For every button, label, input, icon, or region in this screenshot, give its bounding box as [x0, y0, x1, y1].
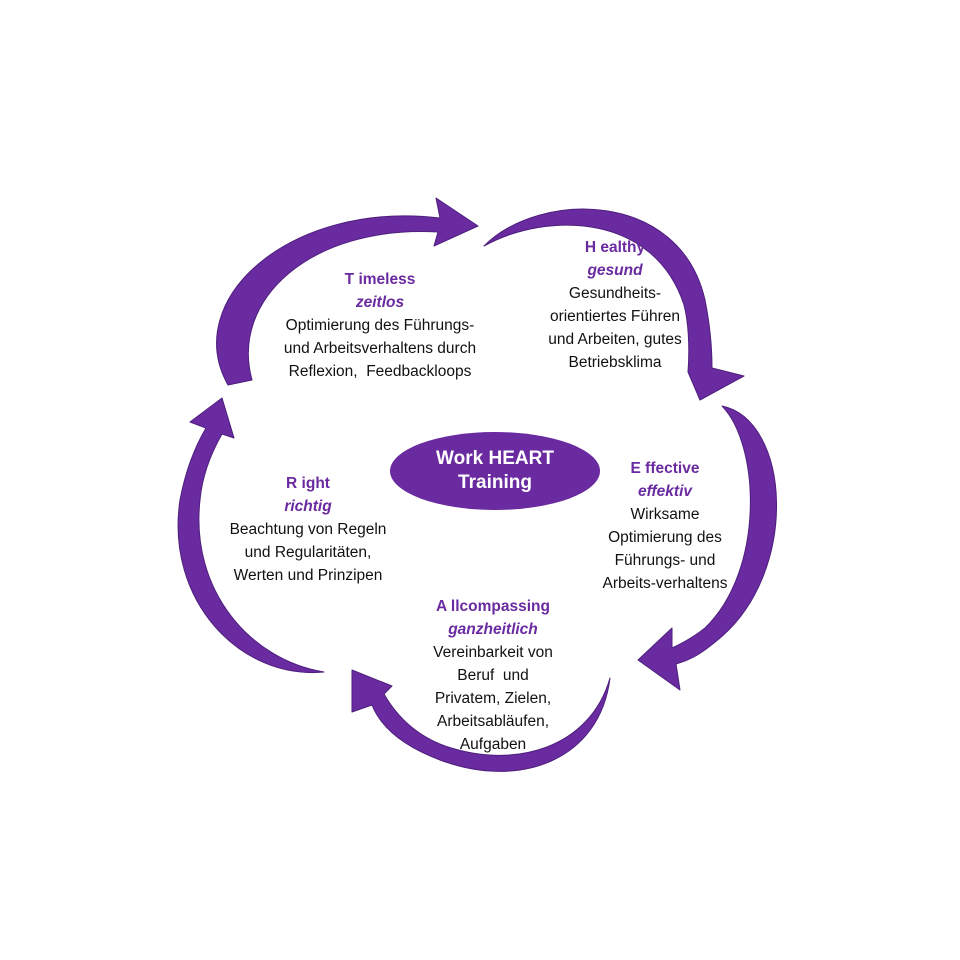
segment-line: Aufgaben [459, 736, 527, 753]
segment-line: Führungs- und [614, 552, 716, 569]
segment-line: und Arbeitsverhaltens durch [283, 340, 477, 357]
segment-line: Optimierung des [608, 529, 722, 546]
segment-title: T imeless [344, 271, 416, 288]
segment-line: Vereinbarkeit von [433, 644, 553, 661]
segment-timeless: T imeless zeitlos Optimierung des Führun… [262, 268, 498, 383]
segment-line: und Regularitäten, [244, 544, 372, 561]
segment-healthy: H ealthy gesund Gesundheits- orientierte… [515, 236, 715, 374]
cycle-arrow-right [637, 405, 778, 691]
segment-line: orientiertes Führen [549, 308, 681, 325]
segment-title: H ealthy [584, 239, 646, 256]
segment-line: Beruf und [457, 667, 529, 684]
segment-line: und Arbeiten, gutes [548, 331, 682, 348]
segment-title: E ffective [630, 460, 700, 477]
segment-line: Betriebsklima [568, 354, 662, 371]
segment-title: A llcompassing [436, 598, 550, 615]
segment-line: Privatem, Zielen, [434, 690, 552, 707]
segment-line: Wirksame [630, 506, 700, 523]
segment-right: R ight richtig Beachtung von Regeln und … [208, 472, 408, 587]
segment-allcompassing: A llcompassing ganzheitlich Vereinbarkei… [398, 595, 588, 756]
segment-subtitle: effektiv [638, 483, 692, 500]
segment-subtitle: richtig [284, 498, 332, 515]
center-title-line-2: Training [458, 472, 532, 493]
segment-subtitle: gesund [587, 262, 643, 279]
segment-line: Gesundheits- [568, 285, 662, 302]
segment-effective: E ffective effektiv Wirksame Optimierung… [570, 457, 760, 595]
center-oval: Work HEART Training [390, 432, 600, 510]
segment-line: Beachtung von Regeln [229, 521, 387, 538]
segment-subtitle: zeitlos [355, 294, 405, 311]
cycle-arrow-left [177, 397, 325, 674]
segment-subtitle: ganzheitlich [448, 621, 538, 638]
segment-line: Optimierung des Führungs- [285, 317, 475, 334]
cycle-arrow-top-left [216, 197, 479, 386]
segment-line: Arbeits-verhaltens [602, 575, 728, 592]
cycle-arrow-bottom [351, 669, 611, 772]
segment-title: R ight [286, 475, 330, 492]
segment-line: Arbeitsabläufen, [436, 713, 550, 730]
center-title-line-1: Work HEART [436, 448, 554, 469]
segment-line: Werten und Prinzipen [233, 567, 383, 584]
segment-line: Reflexion, Feedbackloops [288, 363, 472, 380]
cycle-arrow-top-right [483, 208, 745, 401]
